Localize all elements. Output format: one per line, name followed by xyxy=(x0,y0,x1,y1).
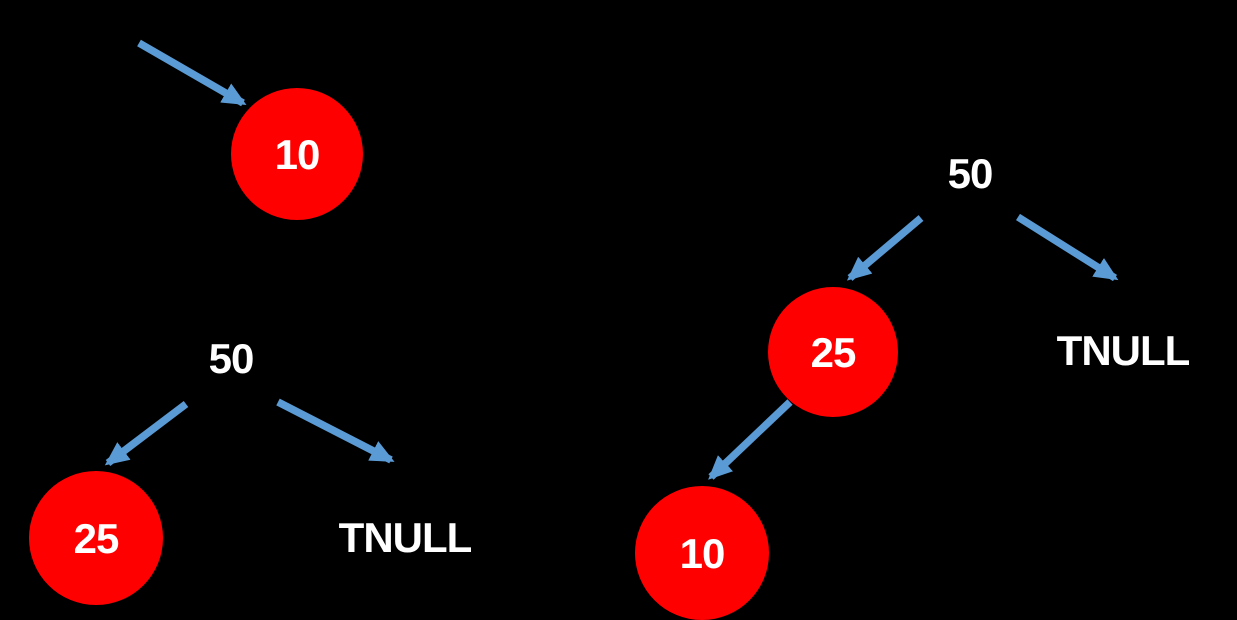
right-node-25-label: 25 xyxy=(811,329,856,376)
right-node-10-circle xyxy=(635,486,769,620)
insert-pointer-arrow xyxy=(137,39,247,107)
right-node-25-circle xyxy=(768,287,898,417)
right-root-50-label: 50 xyxy=(948,150,993,197)
right-tnull-label: TNULL xyxy=(1057,327,1190,374)
left-tnull-label: TNULL xyxy=(339,514,472,561)
left-node-25-circle xyxy=(29,471,163,605)
right-edge-25-10 xyxy=(708,399,793,480)
left-node-10-circle xyxy=(231,88,363,220)
right-edge-50-25 xyxy=(846,215,924,281)
left-parent-50-label: 50 xyxy=(209,335,254,382)
left-edge-50-tnull xyxy=(276,398,395,464)
left-node-25-label: 25 xyxy=(74,515,119,562)
right-node-10-label: 10 xyxy=(680,530,725,577)
left-edge-50-25 xyxy=(104,401,189,466)
right-edge-50-tnull xyxy=(1016,213,1119,282)
left-node-10-label: 10 xyxy=(275,131,320,178)
